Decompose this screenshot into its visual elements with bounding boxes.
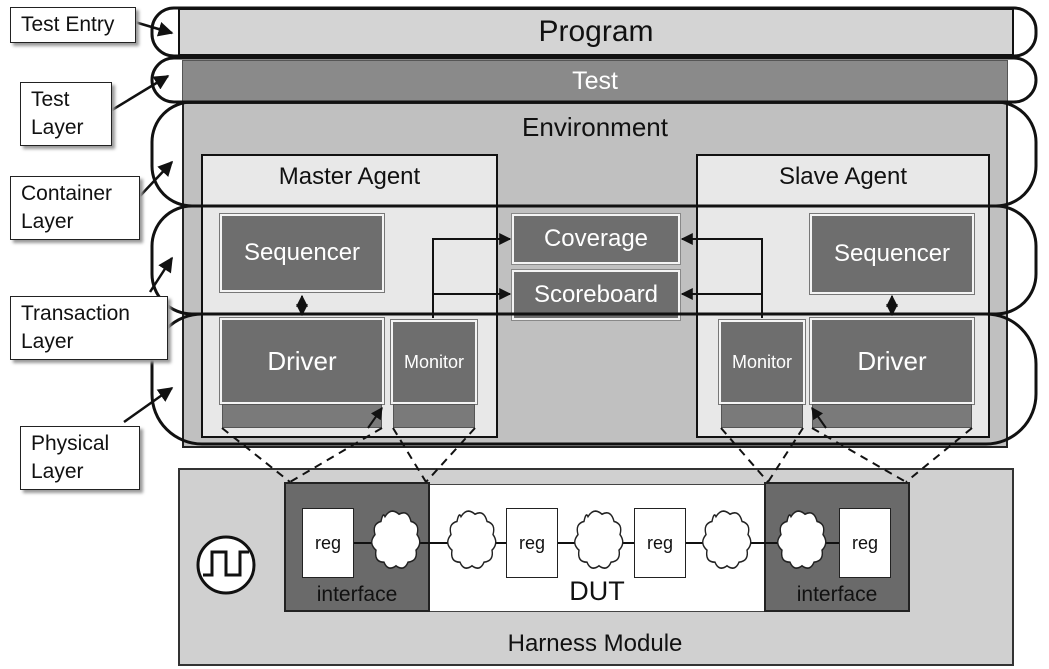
coverage-block: Coverage: [511, 213, 681, 265]
callout-transaction-layer: Transaction Layer: [10, 296, 168, 360]
program-label: Program: [538, 15, 654, 48]
slave-agent-label: Slave Agent: [778, 163, 908, 190]
reg-label-1: reg: [314, 532, 341, 553]
dash-4: [425, 427, 476, 483]
environment-label: Environment: [522, 111, 668, 142]
test-label: Test: [572, 66, 618, 95]
physical-layer-arrow: [123, 386, 174, 424]
reg-box-2: reg: [506, 508, 558, 578]
dash-8: [905, 427, 973, 483]
dash-5: [720, 427, 769, 483]
slave-driver-label: Driver: [857, 345, 927, 376]
logic-cloud-icon: [574, 510, 624, 569]
callout-physical-layer: Physical Layer: [20, 426, 140, 490]
interface-right-label: interface: [796, 583, 878, 606]
dash-3: [392, 427, 427, 483]
callout-container-layer: Container Layer: [10, 176, 140, 240]
reg-label-2: reg: [518, 532, 545, 553]
container-layer-arrow: [139, 160, 174, 197]
transaction-layer-arrow: [148, 256, 174, 293]
port-arrows: [367, 407, 827, 429]
slave-monitor-port-arrow: [811, 407, 827, 429]
slave-sequencer-label: Sequencer: [833, 240, 951, 267]
master-sequencer-label: Sequencer: [243, 239, 361, 266]
interface-left-label: interface: [316, 583, 398, 606]
test-entry-loop: [150, 6, 1038, 58]
reg-box-4: reg: [839, 508, 891, 578]
callout-arrows: [111, 18, 174, 424]
logic-cloud-icon: [371, 510, 421, 569]
transaction-layer-loop: [150, 204, 1038, 316]
slave-monitor-to-coverage: [680, 233, 763, 318]
logic-cloud-icons: [371, 510, 827, 569]
clock-waveform-icon: [196, 535, 256, 595]
layer-loops: [150, 6, 1038, 446]
callout-test-layer: Test Layer: [20, 82, 112, 146]
master-driver-label: Driver: [267, 345, 337, 376]
logic-cloud-icon: [777, 510, 827, 569]
slave-driver-port: [812, 404, 972, 428]
reg-box-1: reg: [302, 508, 354, 578]
master-monitor-to-coverage: [432, 233, 512, 318]
dash-6: [767, 427, 804, 483]
reg-label-4: reg: [851, 532, 878, 553]
slave-monitor-block: Monitor: [718, 319, 806, 405]
dash-1: [221, 427, 291, 483]
test-layer-arrow: [111, 74, 170, 112]
test-layer-loop: [150, 56, 1038, 104]
logic-cloud-icon: [447, 510, 497, 569]
slave-driver-block: Driver: [809, 317, 975, 405]
master-monitor-port-arrow: [367, 407, 383, 429]
harness-module-label: Harness Module: [507, 630, 683, 657]
callout-container-layer-text: Container Layer: [21, 182, 113, 233]
scoreboard-block: Scoreboard: [511, 269, 681, 321]
monitor-connections: [432, 233, 763, 318]
callout-test-entry-text: Test Entry: [21, 13, 115, 36]
master-monitor-block: Monitor: [390, 319, 478, 405]
seq-driver-arrows: [296, 294, 898, 317]
slave-monitor-label: Monitor: [731, 351, 793, 372]
dash-7: [811, 427, 907, 483]
dashed-projections: [221, 427, 973, 483]
slave-sequencer-block: Sequencer: [809, 213, 975, 295]
callout-test-entry: Test Entry: [10, 7, 136, 43]
master-monitor-port: [393, 404, 475, 428]
callout-physical-layer-text: Physical Layer: [31, 432, 110, 483]
dut-label: DUT: [569, 575, 625, 606]
master-agent-label: Master Agent: [278, 163, 421, 190]
master-driver-block: Driver: [219, 317, 385, 405]
reg-box-3: reg: [634, 508, 686, 578]
master-monitor-label: Monitor: [403, 351, 465, 372]
master-driver-port: [222, 404, 382, 428]
dash-2: [289, 427, 383, 483]
callout-test-layer-text: Test Layer: [31, 88, 84, 139]
container-layer-loop: [150, 100, 1038, 208]
master-sequencer-block: Sequencer: [219, 213, 385, 293]
physical-layer-loop: [150, 312, 1038, 446]
coverage-label: Coverage: [543, 225, 649, 252]
callout-transaction-layer-text: Transaction Layer: [21, 302, 130, 353]
slave-monitor-port: [721, 404, 803, 428]
logic-cloud-icon: [702, 510, 752, 569]
scoreboard-label: Scoreboard: [533, 281, 659, 308]
reg-label-3: reg: [646, 532, 673, 553]
